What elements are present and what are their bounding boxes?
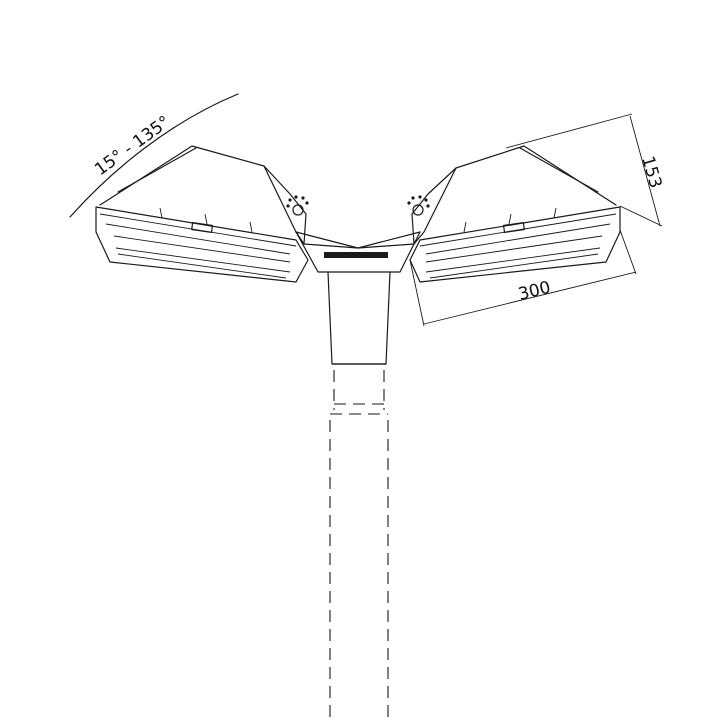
length-dimension-label: 300 (516, 278, 552, 305)
height-dimension: 153 (505, 113, 665, 227)
central-bracket (295, 231, 421, 273)
right-luminaire-head (407, 145, 621, 283)
tilt-range-label: 15° - 135° (91, 112, 174, 180)
length-dimension: 300 (409, 229, 637, 327)
tilt-range-arc (69, 93, 239, 218)
left-luminaire-head (95, 145, 309, 283)
pole-hidden-lines (329, 370, 389, 720)
pole-top (327, 271, 391, 365)
height-dimension-label: 153 (637, 154, 665, 191)
